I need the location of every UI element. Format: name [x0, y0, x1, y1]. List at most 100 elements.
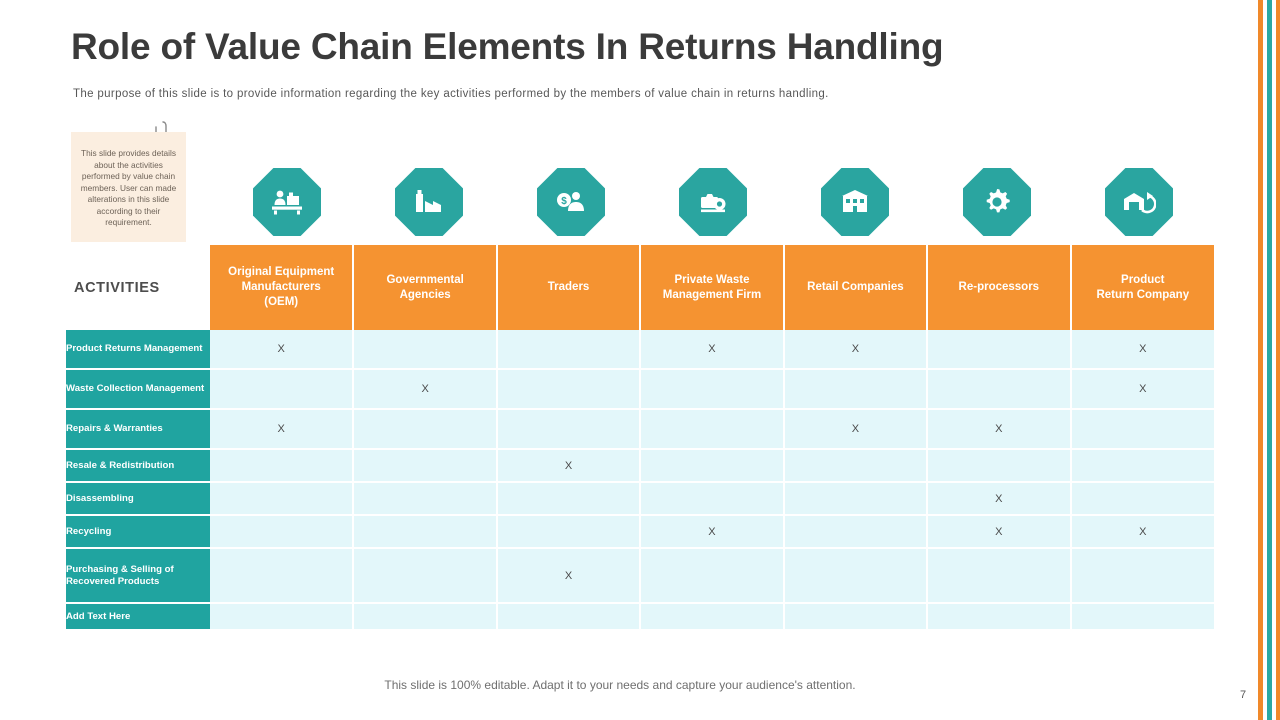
matrix-cell [927, 369, 1072, 410]
waste-bin-truck-icon [679, 168, 747, 236]
matrix-cell: X [210, 409, 355, 450]
matrix-cell [640, 409, 785, 450]
col-line-1: Re-processors [958, 281, 1040, 293]
matrix-cell [783, 515, 929, 549]
matrix-cell: X [496, 449, 642, 483]
matrix-cell [210, 603, 355, 631]
column-header-governmental-agencies: Governmental Agencies [353, 245, 498, 330]
matrix-cell [496, 409, 642, 450]
matrix-cell [1070, 449, 1214, 483]
matrix-cell [783, 548, 929, 604]
matrix-cell [783, 449, 929, 483]
column-header-re-processors: Re-processors [927, 245, 1072, 330]
matrix-cell [496, 603, 642, 631]
matrix-cell [210, 369, 355, 410]
matrix-cell: X [927, 409, 1072, 450]
matrix-cell [353, 409, 498, 450]
activities-matrix-table: ACTIVITIES Original Equipment Manufactur… [66, 245, 1214, 631]
activities-label: ACTIVITIES [74, 279, 160, 296]
svg-text:$: $ [561, 196, 567, 207]
matrix-cell [927, 330, 1072, 370]
matrix-cell [783, 482, 929, 516]
warehouse-return-icon [1105, 168, 1173, 236]
col-line-1: Traders [547, 281, 590, 293]
matrix-cell [353, 603, 498, 631]
decorative-edge-stripes [1258, 0, 1280, 720]
matrix-cell [496, 369, 642, 410]
matrix-cell: X [927, 515, 1072, 549]
column-header-retail-companies: Retail Companies [783, 245, 929, 330]
matrix-cell [640, 548, 785, 604]
col-line-2: Agencies [399, 288, 451, 301]
gear-icon [963, 168, 1031, 236]
factory-icon [395, 168, 463, 236]
col-line-1: Governmental [386, 273, 464, 286]
store-building-icon [821, 168, 889, 236]
stripe-orange-2 [1276, 0, 1280, 720]
table-header-row: ACTIVITIES Original Equipment Manufactur… [66, 245, 1214, 330]
matrix-cell [927, 449, 1072, 483]
col-line-2: Return Company [1096, 288, 1190, 301]
matrix-cell [783, 603, 929, 631]
page-subtitle: The purpose of this slide is to provide … [73, 88, 829, 100]
matrix-cell: X [1070, 330, 1214, 370]
icon-row: $ [210, 168, 1215, 236]
matrix-cell [640, 369, 785, 410]
stripe-white-2 [1272, 0, 1276, 720]
matrix-cell [210, 449, 355, 483]
matrix-cell [640, 449, 785, 483]
row-label: Repairs & Warranties [66, 409, 210, 450]
col-line-2: Management Firm [662, 288, 762, 301]
row-label: Waste Collection Management [66, 369, 210, 410]
footer-note: This slide is 100% editable. Adapt it to… [384, 678, 856, 692]
matrix-cell [1070, 482, 1214, 516]
table-row: Waste Collection Management X X [66, 369, 1214, 410]
matrix-cell [353, 515, 498, 549]
column-header-private-waste-management-firm: Private Waste Management Firm [640, 245, 785, 330]
matrix-cell [1070, 409, 1214, 450]
col-line-2: Manufacturers [241, 281, 321, 293]
person-money-icon: $ [537, 168, 605, 236]
row-label: Recycling [66, 515, 210, 549]
col-line-1: Product [1121, 273, 1165, 286]
table-row: Add Text Here [66, 603, 1214, 631]
activities-header-cell: ACTIVITIES [66, 245, 210, 330]
matrix-cell [1070, 603, 1214, 631]
matrix-cell [353, 449, 498, 483]
col-line-3: (OEM) [264, 296, 299, 308]
matrix-cell [496, 482, 642, 516]
matrix-cell [496, 330, 642, 370]
matrix-cell: X [1070, 515, 1214, 549]
col-line-1: Original Equipment [228, 266, 335, 278]
column-header-oem: Original Equipment Manufacturers (OEM) [210, 245, 355, 330]
matrix-cell [353, 330, 498, 370]
matrix-cell [1070, 548, 1214, 604]
matrix-cell [210, 548, 355, 604]
column-header-traders: Traders [496, 245, 642, 330]
row-label: Purchasing & Selling of Recovered Produc… [66, 548, 210, 604]
matrix-cell [640, 482, 785, 516]
col-line-1: Retail Companies [807, 281, 904, 293]
matrix-cell: X [353, 369, 498, 410]
matrix-cell [210, 515, 355, 549]
matrix-cell: X [640, 330, 785, 370]
assembly-line-worker-icon [253, 168, 321, 236]
matrix-cell [210, 482, 355, 516]
matrix-cell [927, 603, 1072, 631]
stripe-white [1263, 0, 1267, 720]
matrix-cell [927, 548, 1072, 604]
matrix-cell: X [1070, 369, 1214, 410]
matrix-cell: X [640, 515, 785, 549]
stripe-orange [1258, 0, 1263, 720]
matrix-cell [353, 482, 498, 516]
page-title: Role of Value Chain Elements In Returns … [71, 26, 944, 67]
matrix-cell: X [496, 548, 642, 604]
col-line-1: Private Waste [674, 273, 750, 286]
matrix-cell [496, 515, 642, 549]
matrix-cell [640, 603, 785, 631]
matrix-cell: X [210, 330, 355, 370]
